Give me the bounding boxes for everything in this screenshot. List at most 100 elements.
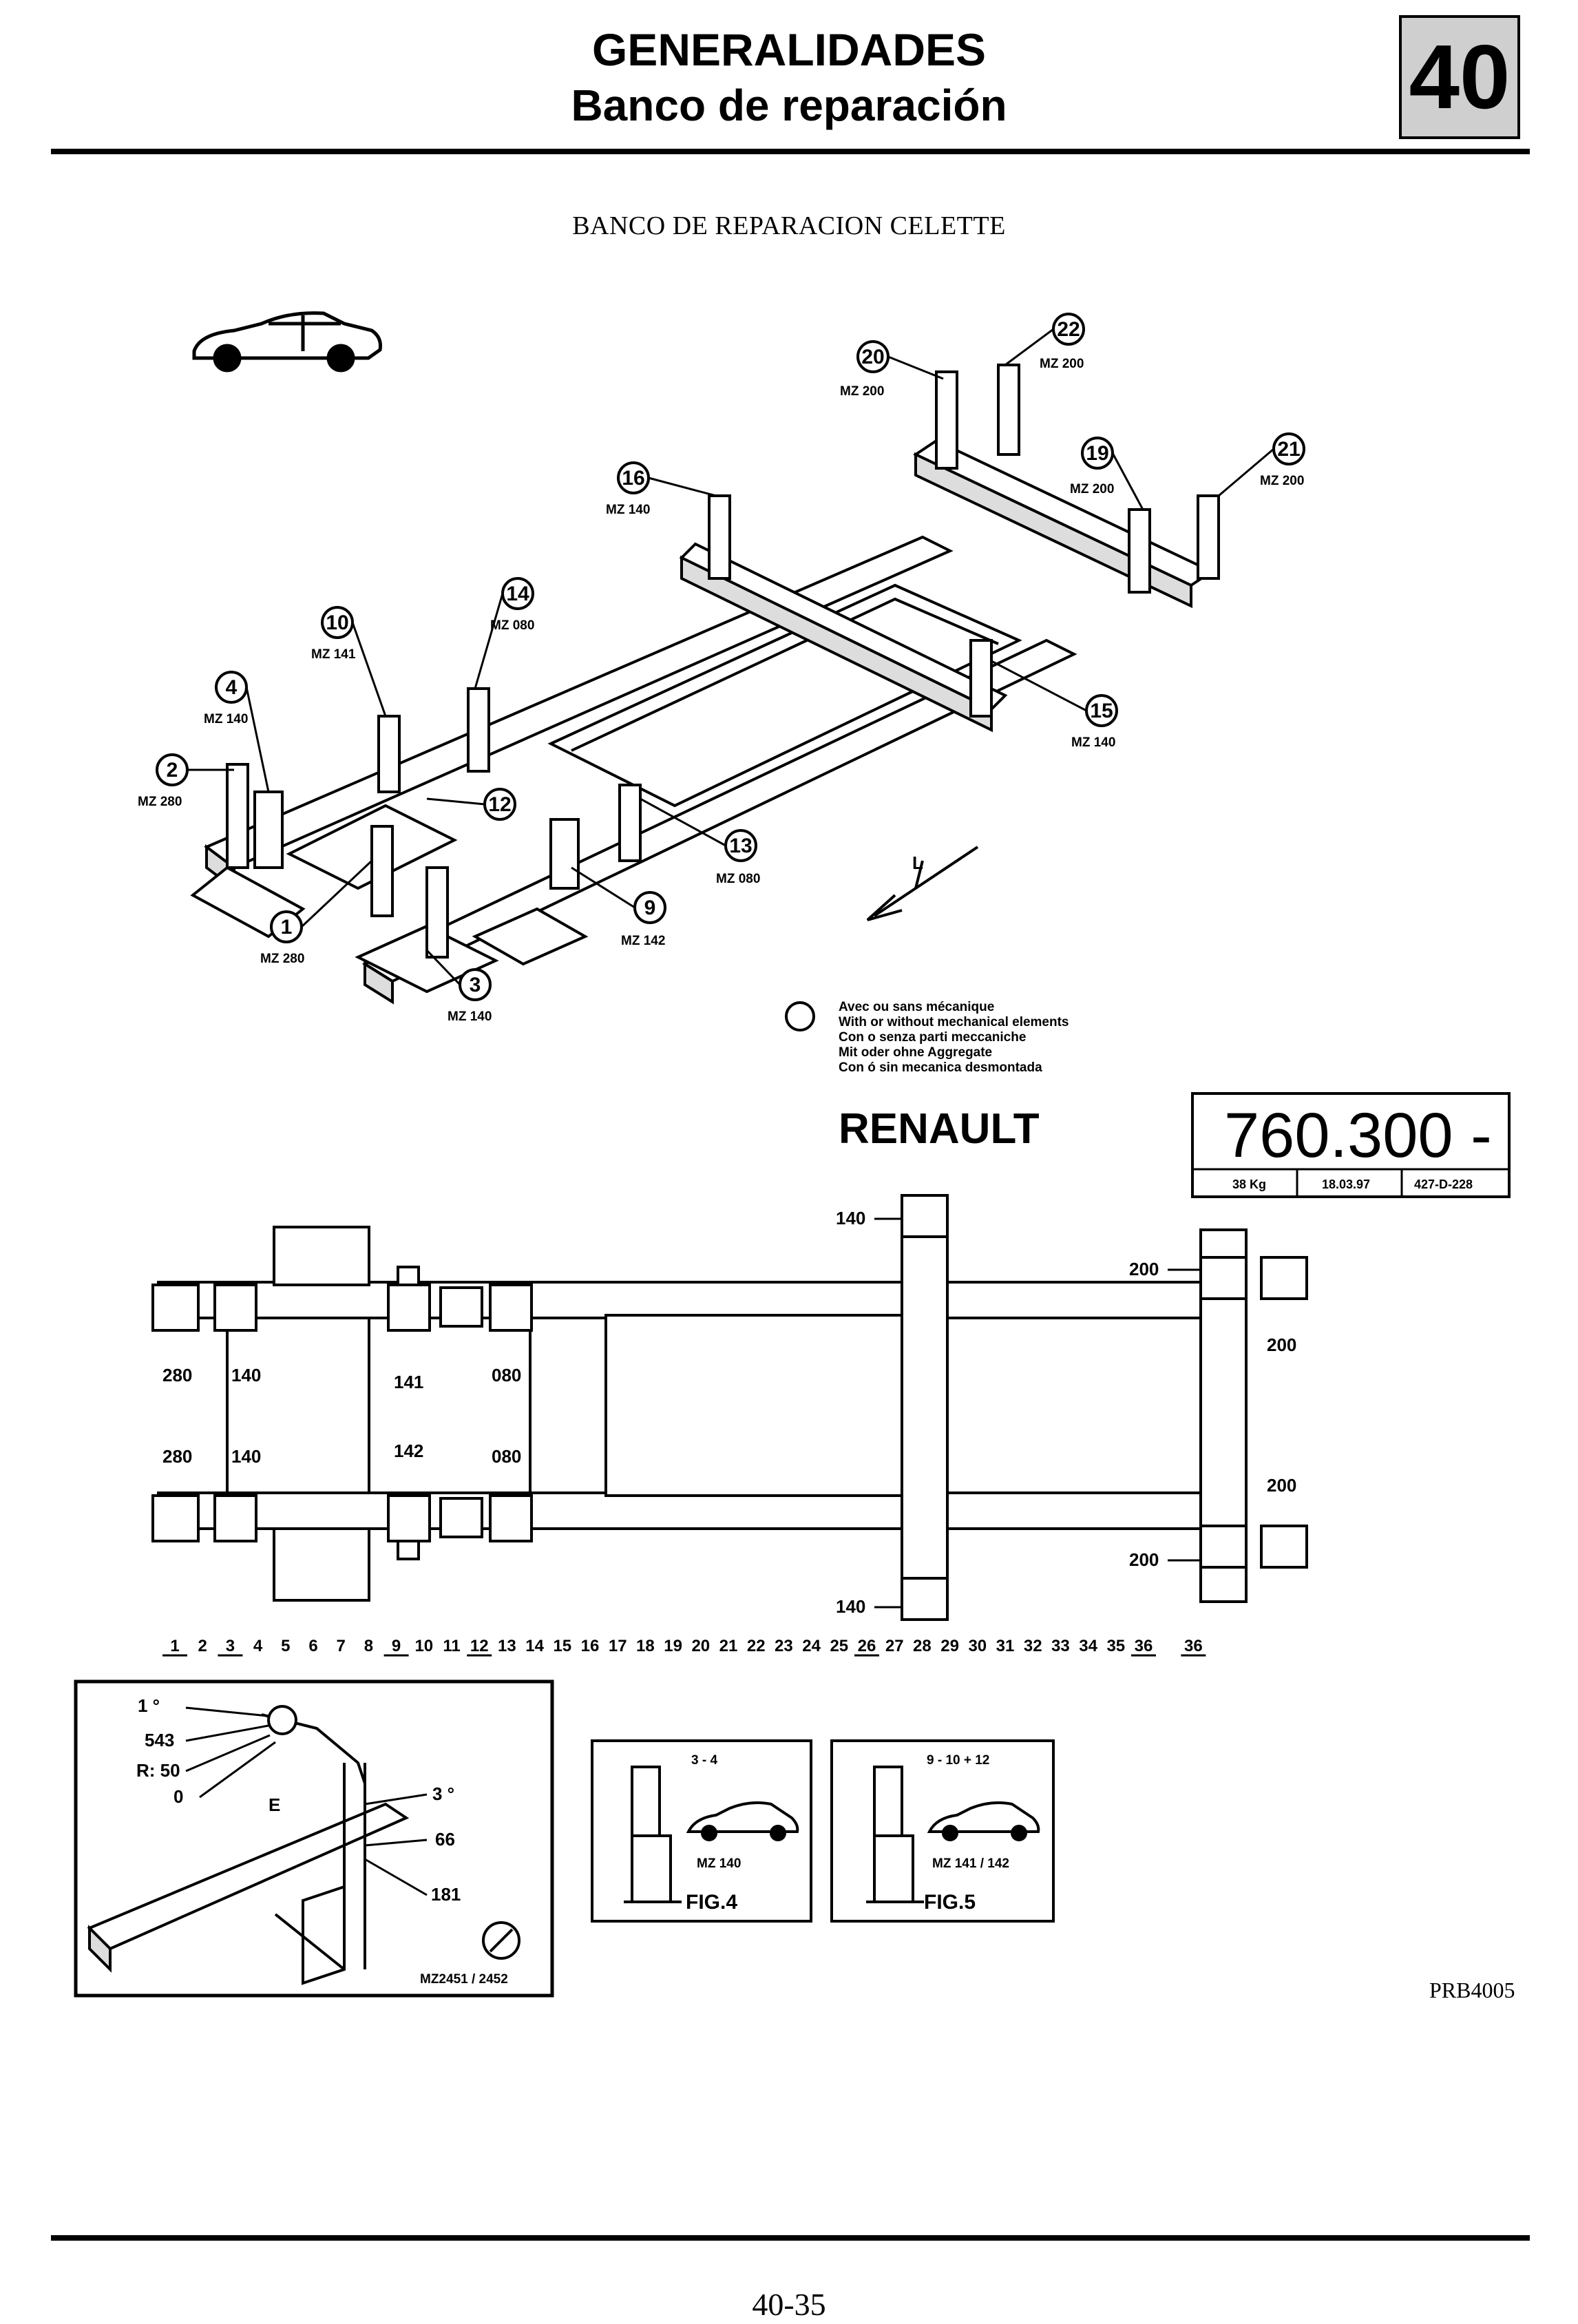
figure-5: 9 - 10 + 12 MZ 141 / 142 FIG.5 [830, 1739, 1055, 1923]
page-number: 40-35 [752, 2287, 826, 2322]
scale-number: 29 [940, 1637, 959, 1655]
reference-code: PRB4005 [1429, 1978, 1515, 2002]
scale-number: 26 [858, 1637, 876, 1655]
scale-number: 24 [802, 1637, 821, 1655]
svg-text:3 - 4: 3 - 4 [691, 1753, 717, 1768]
svg-text:16: 16 [622, 467, 644, 490]
scale-number: 2 [198, 1637, 207, 1655]
callout-10: 10 MZ 141 [311, 606, 387, 717]
scale-number: 21 [719, 1637, 738, 1655]
plan-view [151, 1194, 1308, 1621]
svg-text:1: 1 [281, 916, 293, 939]
svg-text:18.03.97: 18.03.97 [1322, 1177, 1370, 1191]
plan-labels: 280 140 141 080 280 140 142 080 140 140 … [162, 1208, 1296, 1617]
figure-caption: BANCO DE REPARACION CELETTE [572, 211, 1006, 240]
scale-number: 14 [525, 1637, 544, 1655]
target-icon [482, 1921, 520, 1960]
callout-9: 9 MZ 142 [571, 866, 666, 948]
scale-number: 30 [968, 1637, 987, 1655]
svg-text:21: 21 [1277, 438, 1300, 461]
bench-frame-perspective [190, 439, 1215, 1005]
callout-3: 3 MZ 140 [425, 949, 492, 1024]
scale-number: 28 [913, 1637, 932, 1655]
svg-text:19: 19 [1086, 442, 1108, 465]
svg-text:L: L [912, 852, 923, 873]
scale-number: 31 [996, 1637, 1015, 1655]
scale-number: 36 [1184, 1637, 1203, 1655]
callout-12: 12 [426, 788, 516, 821]
svg-text:38 Kg: 38 Kg [1232, 1177, 1266, 1191]
callout-21: 21 MZ 200 [1218, 432, 1305, 497]
svg-text:140: 140 [836, 1208, 865, 1228]
detail-view: 1 ° 543 R: 50 0 E 3 ° 66 181 MZ2451 / 24… [74, 1679, 554, 1998]
callout-13: 13 MZ 080 [640, 797, 760, 886]
svg-text:280: 280 [162, 1365, 192, 1385]
svg-text:200: 200 [1129, 1549, 1159, 1570]
svg-text:FIG.4: FIG.4 [686, 1891, 737, 1914]
scale-number: 8 [364, 1637, 373, 1655]
figure-4: 3 - 4 MZ 140 FIG.4 [591, 1739, 812, 1923]
scale-number: 32 [1024, 1637, 1042, 1655]
svg-text:MZ 080: MZ 080 [716, 872, 760, 886]
scale-number: 11 [443, 1637, 460, 1655]
svg-text:FIG.5: FIG.5 [924, 1891, 976, 1914]
svg-text:Avec ou sans mécanique: Avec ou sans mécanique [839, 1000, 994, 1014]
svg-text:MZ 200: MZ 200 [1040, 357, 1084, 371]
scale-number: 35 [1106, 1637, 1125, 1655]
svg-text:MZ 142: MZ 142 [621, 934, 665, 948]
svg-text:14: 14 [506, 583, 529, 605]
svg-text:200: 200 [1129, 1259, 1159, 1279]
svg-text:MZ 140: MZ 140 [204, 712, 248, 726]
scale-number: 9 [392, 1637, 401, 1655]
scale-number: 16 [581, 1637, 600, 1655]
scale-number: 27 [885, 1637, 904, 1655]
svg-text:MZ 141: MZ 141 [311, 647, 356, 662]
scale-number: 20 [691, 1637, 710, 1655]
svg-text:080: 080 [492, 1446, 521, 1467]
svg-text:MZ 140: MZ 140 [1071, 735, 1115, 750]
scale-number: 3 [226, 1637, 235, 1655]
svg-text:141: 141 [394, 1372, 423, 1392]
support-towers [226, 364, 1220, 959]
scale-number: 1 [170, 1637, 179, 1655]
scale-number: 13 [498, 1637, 516, 1655]
direction-arrow-icon: L [866, 846, 979, 921]
svg-text:MZ 141 / 142: MZ 141 / 142 [932, 1856, 1009, 1871]
svg-text:With or without mechanical ele: With or without mechanical elements [839, 1015, 1069, 1029]
svg-text:MZ 140: MZ 140 [606, 503, 650, 517]
svg-text:E: E [269, 1794, 280, 1815]
callout-20: 20 MZ 200 [840, 340, 944, 399]
svg-text:3: 3 [470, 974, 481, 996]
svg-text:MZ 140: MZ 140 [697, 1856, 741, 1871]
footer-rule [51, 2235, 1530, 2241]
brand-name: RENAULT [839, 1105, 1040, 1153]
callout-15: 15 MZ 140 [991, 660, 1118, 750]
svg-text:0: 0 [173, 1786, 183, 1807]
svg-text:9 - 10 + 12: 9 - 10 + 12 [927, 1753, 989, 1768]
svg-text:20: 20 [861, 346, 884, 368]
svg-text:200: 200 [1267, 1334, 1296, 1355]
svg-text:3 °: 3 ° [432, 1783, 454, 1804]
svg-text:MZ 080: MZ 080 [490, 618, 534, 633]
svg-text:080: 080 [492, 1365, 521, 1385]
svg-text:MZ 200: MZ 200 [1260, 474, 1304, 488]
svg-text:142: 142 [394, 1441, 423, 1461]
svg-text:280: 280 [162, 1446, 192, 1467]
svg-text:4: 4 [226, 676, 238, 699]
callout-14: 14 MZ 080 [474, 577, 534, 689]
svg-text:543: 543 [145, 1730, 174, 1750]
svg-text:12: 12 [488, 793, 511, 816]
svg-text:Mit oder ohne Aggregate: Mit oder ohne Aggregate [839, 1045, 992, 1060]
scale-number: 12 [470, 1637, 489, 1655]
svg-text:140: 140 [231, 1365, 261, 1385]
svg-text:Con o senza parti meccaniche: Con o senza parti meccaniche [839, 1030, 1026, 1045]
svg-text:MZ 140: MZ 140 [448, 1009, 492, 1024]
scale-number: 33 [1051, 1637, 1070, 1655]
svg-text:MZ 280: MZ 280 [138, 795, 182, 809]
scale-number: 22 [747, 1637, 766, 1655]
svg-text:MZ 200: MZ 200 [1070, 482, 1114, 496]
legend-circle-icon [785, 1001, 815, 1032]
callout-2: 2 MZ 280 [138, 753, 234, 809]
